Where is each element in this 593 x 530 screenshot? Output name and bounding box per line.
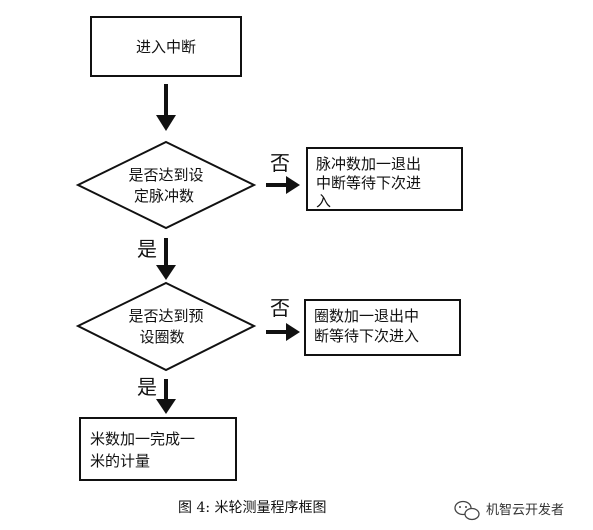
figure-caption: 图 4: 米轮测量程序框图 <box>178 500 327 516</box>
node-turns-action-line-2: 断等待下次进入 <box>314 327 419 345</box>
node-enter-interrupt-line-1: 进入中断 <box>136 38 196 56</box>
decision-turns-line-1: 是否达到预 <box>128 307 203 325</box>
watermark-text: 机智云开发者 <box>486 502 564 518</box>
arrow-down-3 <box>156 379 176 414</box>
watermark: 机智云开发者 <box>454 500 564 521</box>
node-pulse-action-line-2: 中断等待下次进 <box>316 174 421 192</box>
arrow-right-2 <box>266 323 300 341</box>
node-enter-interrupt: 进入中断 <box>90 16 242 77</box>
no-label-2: 否 <box>270 296 290 320</box>
node-pulse-action-line-3: 入 <box>316 192 331 210</box>
no-label-1: 否 <box>270 151 290 175</box>
node-meter-done-line-2: 米的计量 <box>90 452 150 470</box>
yes-label-2: 是 <box>137 375 157 399</box>
arrow-right-1 <box>266 176 300 194</box>
decision-pulse-line-2: 定脉冲数 <box>134 187 194 205</box>
yes-label-1: 是 <box>137 237 157 261</box>
node-pulse-action: 脉冲数加一退出 中断等待下次进 入 <box>306 147 463 211</box>
arrow-down-1 <box>156 84 176 131</box>
node-meter-done: 米数加一完成一 米的计量 <box>79 417 237 481</box>
node-meter-done-line-1: 米数加一完成一 <box>90 430 195 448</box>
decision-turns-line-2: 设圈数 <box>139 328 184 346</box>
arrow-down-2 <box>156 238 176 280</box>
node-turns-action: 圈数加一退出中 断等待下次进入 <box>304 299 461 356</box>
wechat-logo-icon <box>454 500 480 521</box>
decision-turns-count: 是否达到预 设圈数 <box>75 281 257 372</box>
node-pulse-action-line-1: 脉冲数加一退出 <box>316 155 421 173</box>
decision-pulse-count: 是否达到设 定脉冲数 <box>75 140 257 230</box>
decision-pulse-line-1: 是否达到设 <box>128 166 203 184</box>
node-turns-action-line-1: 圈数加一退出中 <box>314 307 419 325</box>
